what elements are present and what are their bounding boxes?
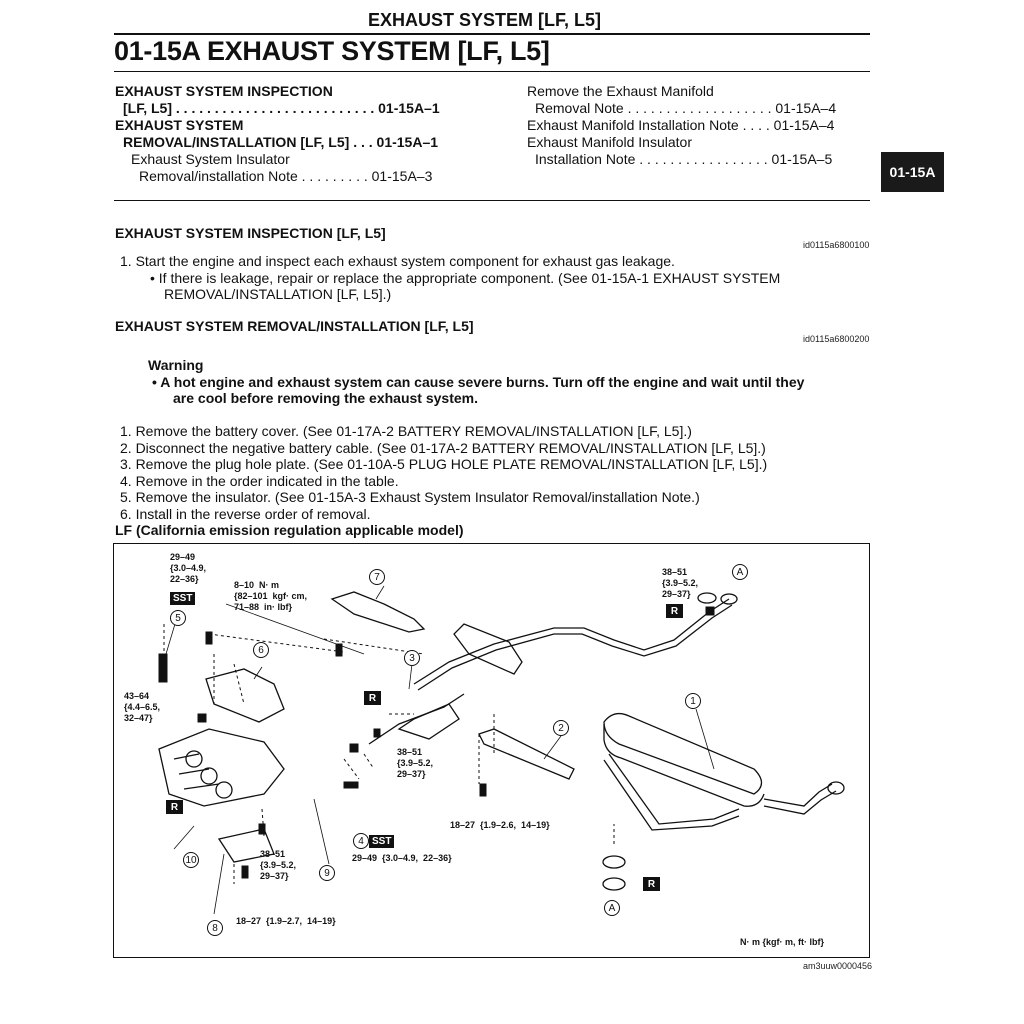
bullet-text: If there is leakage, repair or replace t… [158, 269, 781, 286]
muffler [603, 712, 763, 795]
torque-label: 43–64 {4.4–6.5, 32–47} [124, 691, 161, 723]
replace-badge: R [643, 877, 660, 891]
insulator-6 [205, 668, 285, 723]
torque-label: 18–27 {1.9–2.6, 14–19} [450, 820, 550, 830]
sst-badge: SST [170, 592, 196, 605]
doc-id: id0115a6800200 [803, 334, 870, 344]
torque-label: 38–51 {3.9–5.2, 29–37} [260, 849, 297, 881]
bracket-2 [478, 728, 575, 780]
callout-5: 5 [170, 610, 186, 626]
figure-heading: LF (California emission regulation appli… [115, 522, 464, 538]
step-text: 1. Remove the battery cover. (See 01-17A… [120, 423, 692, 439]
inspection-heading: EXHAUST SYSTEM INSPECTION [LF, L5] [115, 225, 386, 241]
replace-badge: R [166, 800, 183, 814]
removal-heading: EXHAUST SYSTEM REMOVAL/INSTALLATION [LF,… [115, 318, 474, 334]
callout-3: 3 [404, 650, 420, 666]
callout-10: 10 [183, 852, 199, 868]
replace-badge: R [364, 691, 381, 705]
removal-steps: 1. Remove the battery cover. (See 01-17A… [120, 423, 767, 522]
callout-4: 4 [353, 833, 369, 849]
bracket-8 [217, 828, 275, 863]
callout-6: 6 [253, 642, 269, 658]
title-rule [114, 71, 870, 72]
step-text: 1. Start the engine and inspect each exh… [120, 253, 675, 269]
replace-badge: R [666, 604, 683, 618]
callout-a: A [604, 900, 620, 916]
toc-item[interactable]: Exhaust System Insulator [131, 151, 290, 167]
converter [453, 623, 523, 675]
callout-1: 1 [685, 693, 701, 709]
insulator-7 [330, 591, 426, 633]
callout-7: 7 [369, 569, 385, 585]
torque-label: 18–27 {1.9–2.7, 14–19} [236, 916, 336, 926]
callout-2: 2 [553, 720, 569, 736]
toc-item[interactable]: EXHAUST SYSTEM [115, 117, 244, 133]
torque-label: 29–49 {3.0–4.9, 22–36} [352, 853, 452, 863]
bullet-icon: • [152, 373, 161, 390]
bullet-icon: • [150, 269, 159, 286]
exhaust-diagram: 1 2 3 4 5 6 7 8 9 10 A A R R R R SST SST… [113, 543, 870, 958]
manifold [158, 728, 285, 807]
toc-item[interactable]: Installation Note . . . . . . . . . . . … [535, 151, 833, 167]
callout-a: A [732, 564, 748, 580]
toc-left: EXHAUST SYSTEM INSPECTION [LF, L5] . . .… [115, 83, 440, 185]
toc-item[interactable]: Removal Note . . . . . . . . . . . . . .… [535, 100, 837, 116]
exhaust-drawing [158, 585, 845, 915]
toc-right: Remove the Exhaust Manifold Removal Note… [527, 83, 836, 168]
figure-id: am3uuw0000456 [803, 961, 873, 971]
toc-item[interactable]: Removal/installation Note . . . . . . . … [139, 168, 433, 184]
toc-item[interactable]: [LF, L5] . . . . . . . . . . . . . . . .… [123, 100, 440, 116]
warning-title: Warning [148, 357, 204, 373]
step-text: 5. Remove the insulator. (See 01-15A-3 E… [120, 489, 700, 505]
callout-9: 9 [319, 865, 335, 881]
warning-text: are cool before removing the exhaust sys… [173, 390, 478, 406]
callout-8: 8 [207, 920, 223, 936]
torque-label: 38–51 {3.9–5.2, 29–37} [662, 567, 699, 599]
running-title: EXHAUST SYSTEM [LF, L5] [368, 10, 602, 30]
bullet-text: REMOVAL/INSTALLATION [LF, L5].) [164, 286, 392, 302]
step-text: 4. Remove in the order indicated in the … [120, 472, 399, 489]
step-text: 6. Install in the reverse order of remov… [120, 505, 371, 522]
doc-id: id0115a6800100 [803, 240, 870, 250]
toc-item[interactable]: REMOVAL/INSTALLATION [LF, L5] . . . 01-1… [123, 134, 439, 150]
toc-item[interactable]: EXHAUST SYSTEM INSPECTION [115, 83, 333, 99]
sensor-5 [158, 653, 168, 683]
toc-item[interactable]: Exhaust Manifold Installation Note . . .… [527, 117, 835, 133]
section-title: 01-15A EXHAUST SYSTEM [LF, L5] [114, 36, 550, 66]
inspection-text: 1. Start the engine and inspect each exh… [120, 253, 780, 303]
toc-rule [114, 200, 870, 201]
toc-item[interactable]: Exhaust Manifold Insulator [527, 134, 692, 150]
torque-label: 8–10 N· m {82–101 kgf· cm, 71–88 in· lbf… [234, 580, 308, 612]
toc-item[interactable]: Remove the Exhaust Manifold [527, 83, 714, 99]
front-pipe [413, 598, 730, 685]
torque-label: 29–49 {3.0–4.9, 22–36} [170, 552, 207, 584]
section-tab[interactable]: 01-15A [881, 152, 944, 192]
header-rule [114, 33, 870, 35]
torque-label: 38–51 {3.9–5.2, 29–37} [397, 747, 434, 779]
step-text: 2. Disconnect the negative battery cable… [120, 439, 766, 456]
warning-text: A hot engine and exhaust system can caus… [160, 373, 805, 390]
step-text: 3. Remove the plug hole plate. (See 01-1… [120, 456, 768, 472]
warning-block: Warning • A hot engine and exhaust syste… [148, 357, 804, 407]
sst-badge: SST [369, 835, 395, 848]
units-legend: N· m {kgf· m, ft· lbf} [740, 937, 824, 947]
